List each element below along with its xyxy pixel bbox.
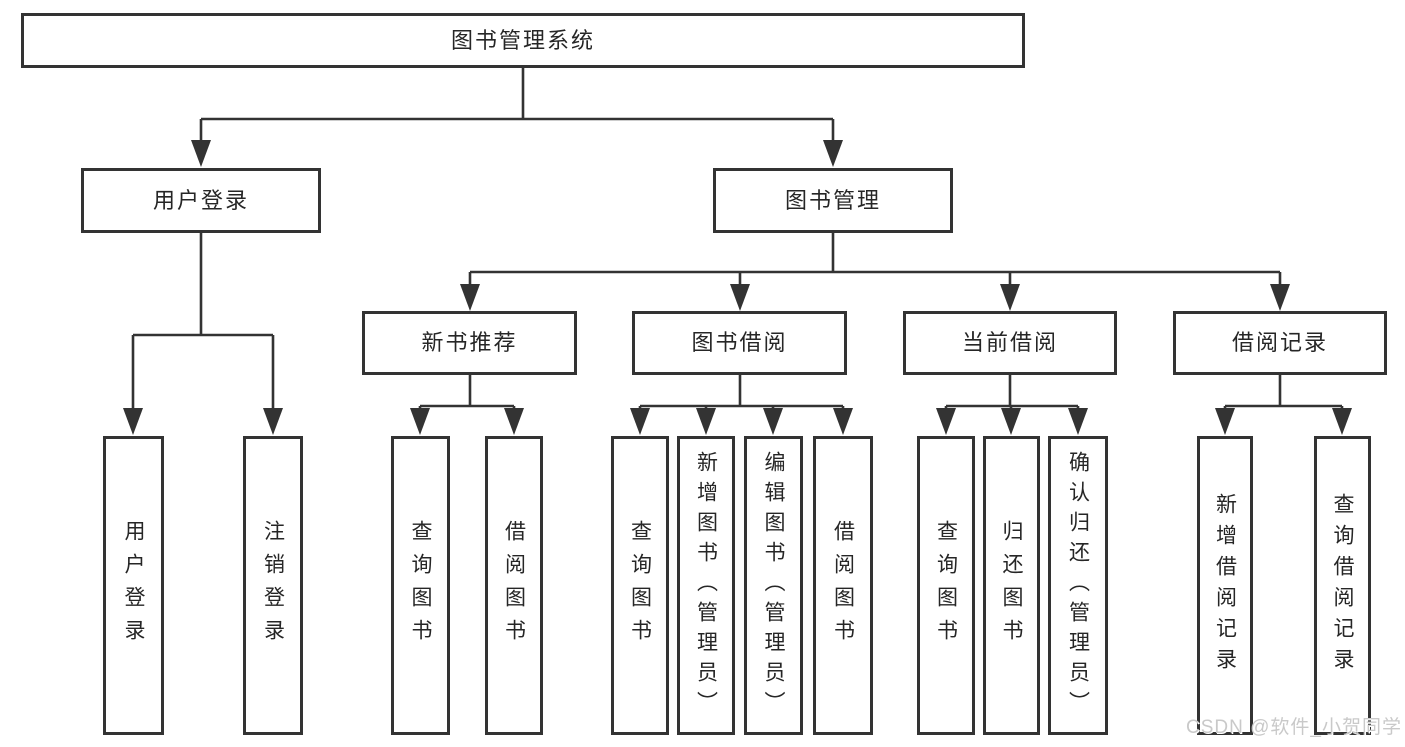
leaf-user-login: 用户登录 [103, 436, 164, 735]
leaf-return-books: 归还图书 [983, 436, 1040, 735]
leaf-query-books-current: 查询图书 [917, 436, 975, 735]
node-book-management: 图书管理 [713, 168, 953, 233]
csdn-watermark: CSDN @软件_小贺同学 [1186, 717, 1402, 738]
leaf-logout: 注销登录 [243, 436, 303, 735]
leaf-add-borrow-record: 新增借阅记录 [1197, 436, 1253, 735]
node-current-borrow: 当前借阅 [903, 311, 1117, 375]
leaf-query-books-borrow: 查询图书 [611, 436, 669, 735]
leaf-add-books-admin: 新增图书（管理员） [677, 436, 735, 735]
node-borrow-records: 借阅记录 [1173, 311, 1387, 375]
leaf-query-borrow-record: 查询借阅记录 [1314, 436, 1371, 735]
leaf-query-books-recommend: 查询图书 [391, 436, 450, 735]
node-library-system: 图书管理系统 [21, 13, 1025, 68]
leaf-confirm-return-admin: 确认归还（管理员） [1048, 436, 1108, 735]
node-new-book-recommend: 新书推荐 [362, 311, 577, 375]
node-user-login: 用户登录 [81, 168, 321, 233]
leaf-borrow-books: 借阅图书 [813, 436, 873, 735]
node-book-borrow: 图书借阅 [632, 311, 847, 375]
leaf-borrow-books-recommend: 借阅图书 [485, 436, 543, 735]
leaf-edit-books-admin: 编辑图书（管理员） [744, 436, 803, 735]
